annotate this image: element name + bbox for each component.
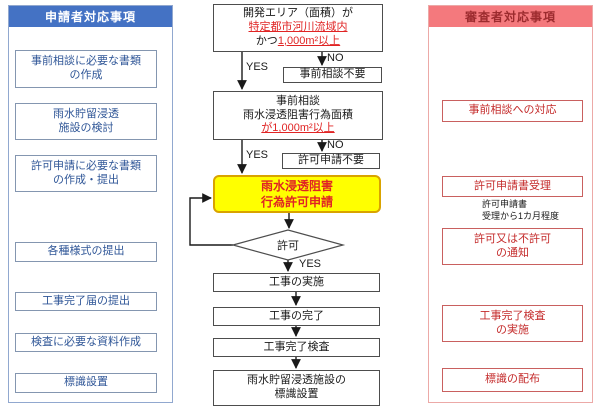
step-box: 工事完了検査 xyxy=(213,338,380,357)
reviewer-item: 許可申請書受理 xyxy=(442,176,583,197)
applicant-item: 事前相談に必要な書類 の作成 xyxy=(15,50,157,88)
reviewer-arrow-note: 許可申請書 受理から1カ月程度 xyxy=(482,199,560,221)
step-box: 雨水貯留浸透施設の 標識設置 xyxy=(213,370,380,406)
permit-application-box: 雨水浸透阻害 行為許可申請 xyxy=(213,175,381,213)
applicant-item: 各種様式の提出 xyxy=(15,242,157,262)
yes-label: YES xyxy=(299,258,322,270)
no-label: NO xyxy=(327,52,344,64)
reviewer-item: 工事完了検査 の実施 xyxy=(442,305,583,342)
start-condition-box: 開発エリア（面積）が特定都市河川流域内かつ1,000m²以上 xyxy=(213,4,383,52)
reviewer-panel-header: 審査者対応事項 xyxy=(429,6,592,27)
applicant-item: 標識設置 xyxy=(15,373,157,393)
applicant-item: 雨水貯留浸透 施設の検討 xyxy=(15,103,157,140)
no-application-needed-box: 許可申請不要 xyxy=(282,153,380,169)
no-label: NO xyxy=(327,139,344,151)
yes-label: YES xyxy=(246,149,269,161)
applicant-item: 検査に必要な資料作成 xyxy=(15,333,157,352)
step-box: 工事の実施 xyxy=(213,273,380,292)
reviewer-item: 許可又は不許可 の通知 xyxy=(442,228,583,265)
yes-label: YES xyxy=(246,61,269,73)
prior-consultation-box: 事前相談雨水浸透阻害行為面積が1,000m²以上 xyxy=(213,91,383,140)
reviewer-item: 事前相談への対応 xyxy=(442,100,583,122)
decision-label: 許可 xyxy=(277,240,299,252)
applicant-item: 工事完了届の提出 xyxy=(15,292,157,311)
applicant-item: 許可申請に必要な書類 の作成・提出 xyxy=(15,155,157,192)
applicant-panel-header: 申請者対応事項 xyxy=(9,6,172,27)
step-box: 工事の完了 xyxy=(213,307,380,326)
no-consult-needed-box: 事前相談不要 xyxy=(283,67,382,83)
reviewer-item: 標識の配布 xyxy=(442,368,583,392)
